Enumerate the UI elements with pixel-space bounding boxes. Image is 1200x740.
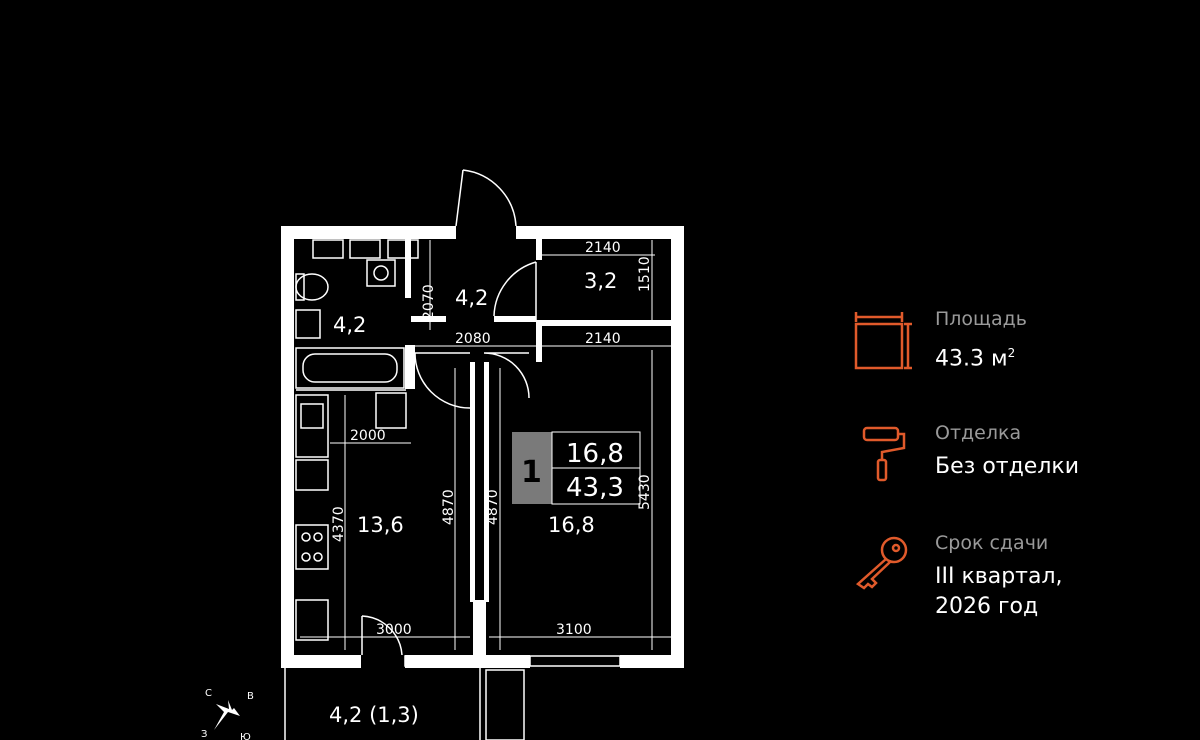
dim-4870-left: 4870	[441, 489, 457, 525]
bathroom-fixtures	[295, 239, 419, 389]
dim-4870-right: 4870	[485, 489, 501, 525]
room-area-bedroom: 16,8	[548, 513, 595, 537]
room-area-hall: 4,2	[455, 286, 488, 310]
dim-3000: 3000	[376, 622, 412, 638]
deadline-label: Срок сдачи	[935, 532, 1049, 554]
dim-2140-top: 2140	[585, 240, 621, 256]
info-finish: Отделка Без отделки	[850, 422, 1180, 502]
compass-n: С	[205, 688, 212, 699]
info-deadline: Срок сдачи III квартал, 2026 год	[850, 532, 1180, 632]
badge-rooms: 1	[521, 455, 542, 490]
area-icon	[854, 312, 912, 370]
dim-3100: 3100	[556, 622, 592, 638]
dimension-lines	[300, 240, 671, 650]
badge-total-area: 43,3	[566, 473, 624, 503]
compass-w: З	[201, 729, 207, 740]
dim-2000: 2000	[350, 428, 386, 444]
room-area-kitchen: 13,6	[357, 513, 404, 537]
kitchen-fixtures	[295, 389, 407, 641]
room-area-wardrobe: 3,2	[584, 269, 617, 293]
area-label: Площадь	[935, 308, 1027, 330]
windows	[404, 655, 621, 667]
key-icon	[855, 536, 908, 590]
finish-label: Отделка	[935, 422, 1022, 444]
dim-4370: 4370	[331, 506, 347, 542]
doors	[361, 169, 537, 656]
badge-living-area: 16,8	[566, 439, 624, 469]
room-area-bathroom: 4,2	[333, 313, 366, 337]
info-area: Площадь 43.3 м2	[850, 308, 1180, 388]
compass-e: В	[247, 691, 254, 702]
room-count-badge	[512, 432, 552, 504]
area-value: 43.3 м2	[935, 346, 1016, 372]
finish-value: Без отделки	[935, 454, 1079, 479]
dim-5430: 5430	[637, 474, 653, 510]
compass-s: Ю	[240, 732, 251, 740]
room-area-balcony: 4,2 (1,3)	[329, 703, 419, 727]
balcony-outline	[284, 668, 525, 740]
dim-2140-mid: 2140	[585, 331, 621, 347]
dim-1510: 1510	[637, 256, 653, 292]
paint-roller-icon	[862, 426, 906, 482]
dim-2080: 2080	[455, 331, 491, 347]
compass-icon	[214, 694, 248, 730]
dim-2070: 2070	[421, 284, 437, 320]
walls	[281, 226, 684, 668]
deadline-value: III квартал, 2026 год	[935, 564, 1063, 619]
